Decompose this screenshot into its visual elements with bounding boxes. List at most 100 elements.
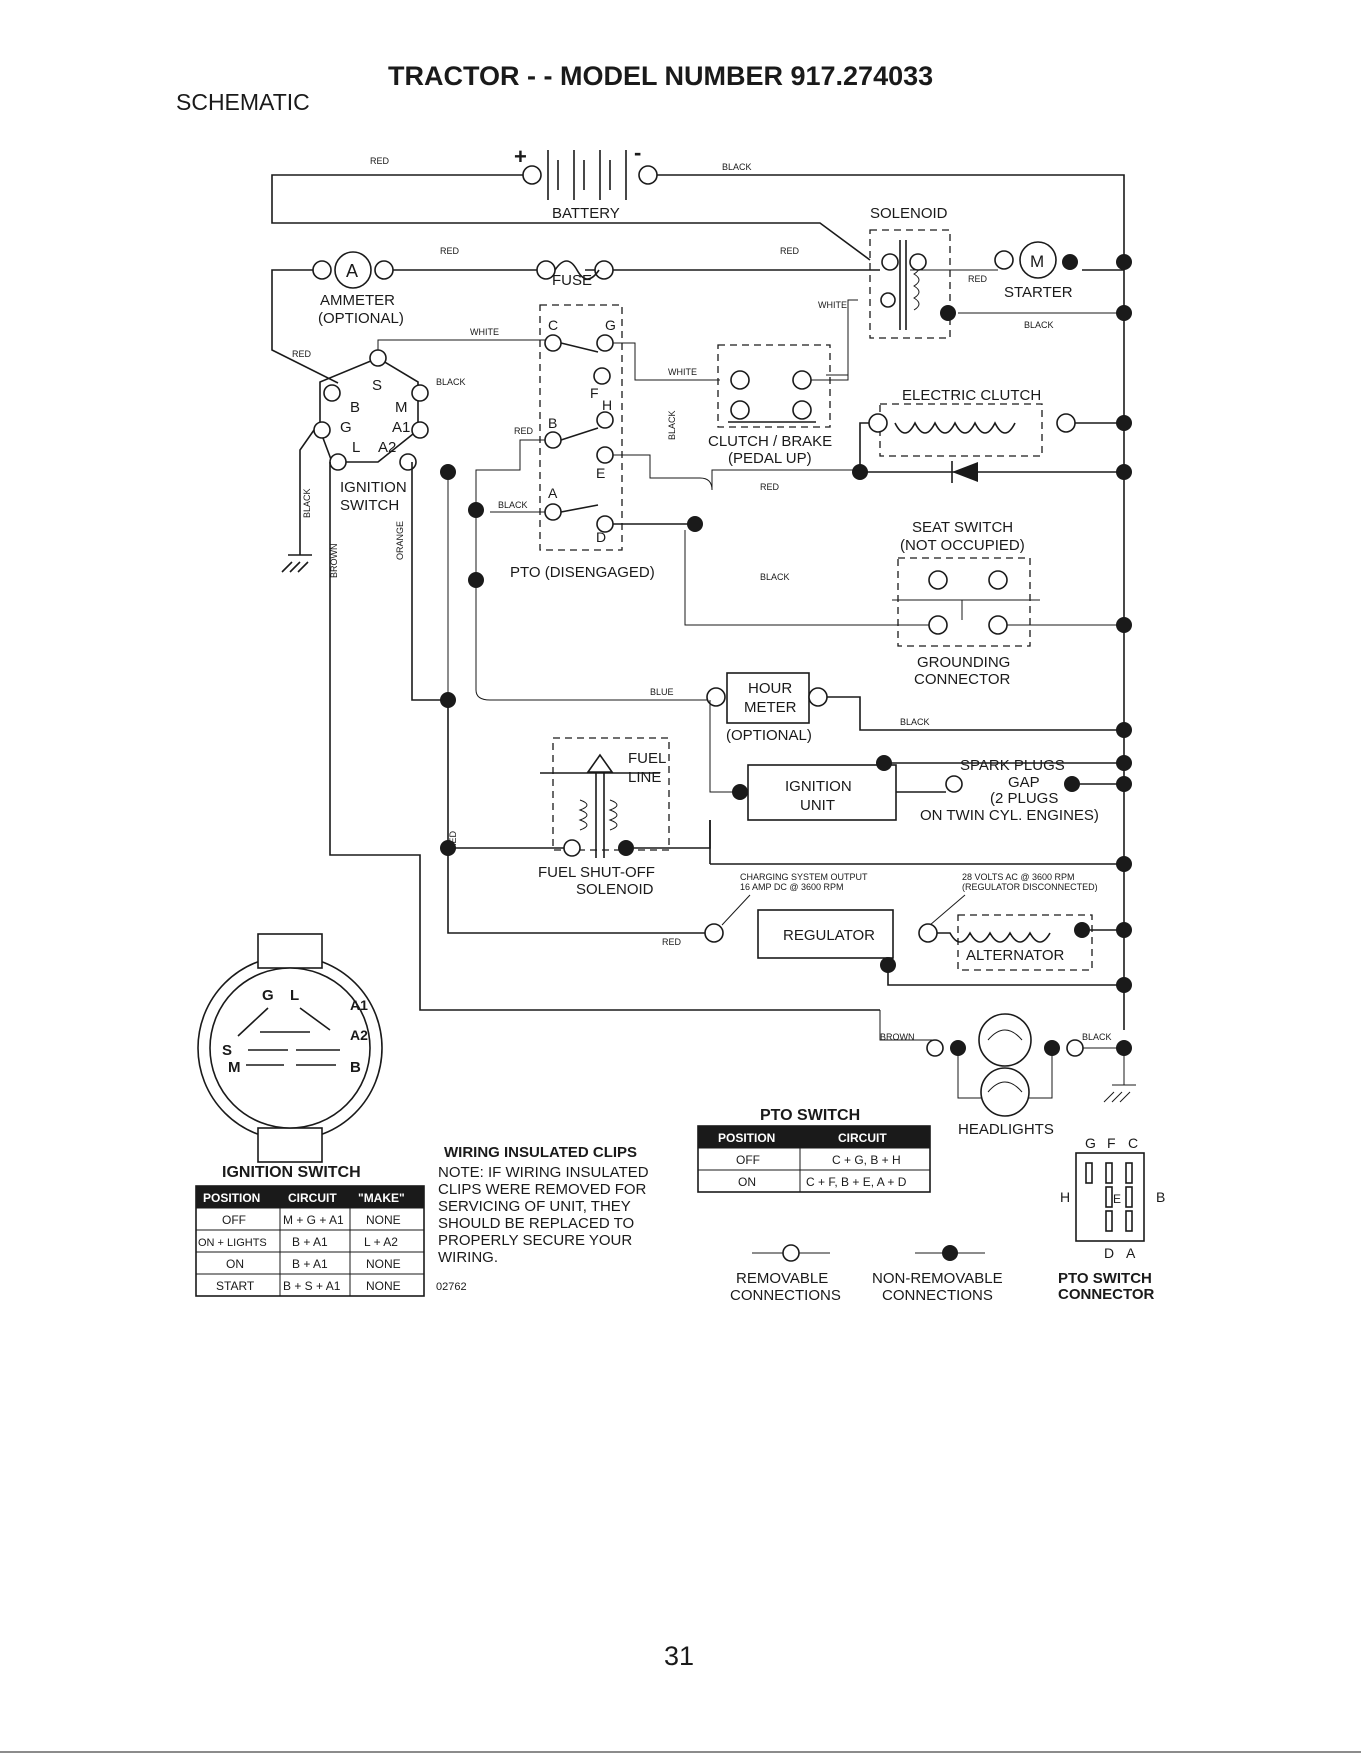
pto-table-cell: ON	[738, 1175, 756, 1189]
connector-pin-s: S	[222, 1042, 232, 1059]
pto-table-header-circuit: CIRCUIT	[838, 1131, 887, 1145]
connector-pin-m: M	[228, 1059, 241, 1076]
fuel-line-label: FUEL	[628, 750, 666, 767]
connector-pin-l: L	[290, 987, 299, 1004]
note-line: SERVICING OF UNIT, THEY	[438, 1198, 631, 1215]
wire-label-black: BLACK	[302, 488, 312, 518]
frame-wires	[271, 174, 1125, 1030]
gap-label: GAP	[1008, 774, 1040, 791]
ign-table-cell: START	[216, 1279, 255, 1293]
connector-pin-g: G	[262, 987, 274, 1004]
ign-terminal-l: L	[352, 439, 360, 456]
wire-label-black: BLACK	[498, 500, 528, 510]
wire-label-black: BLACK	[1024, 320, 1054, 330]
pto-terminal-h: H	[602, 397, 612, 413]
ign-terminal-g: G	[340, 419, 352, 436]
ammeter-optional-label: (OPTIONAL)	[318, 310, 404, 327]
hour-meter-note: (OPTIONAL)	[726, 727, 812, 744]
wire-label-brown: BROWN	[329, 544, 339, 579]
connector-pin-b: B	[350, 1059, 361, 1076]
fuel-line-label-2: LINE	[628, 769, 661, 786]
pto-terminal-g: G	[605, 317, 616, 333]
ign-table-cell: NONE	[366, 1213, 401, 1227]
regulator-alternator: CHARGING SYSTEM OUTPUT 16 AMP DC @ 3600 …	[447, 700, 1132, 993]
seat-switch-note: (NOT OCCUPIED)	[900, 537, 1025, 554]
plugs-note-2: ON TWIN CYL. ENGINES)	[920, 807, 1099, 824]
fuse: FUSE RED RED BLACK	[370, 156, 800, 289]
battery-minus-sign: -	[634, 140, 641, 165]
ammeter: A AMMETER (OPTIONAL) RED	[312, 246, 460, 327]
ignition-switch-label: IGNITION	[340, 479, 407, 496]
section-title: SCHEMATIC	[176, 89, 310, 115]
page-title: TRACTOR - - MODEL NUMBER 917.274033	[388, 61, 933, 91]
ignition-switch-table: IGNITION SWITCH POSITION CIRCUIT "MAKE" …	[195, 1164, 425, 1297]
ign-table-cell: ON	[226, 1257, 244, 1271]
wire-label-red: RED	[968, 274, 988, 284]
pto-connector-pin-a: A	[1126, 1245, 1136, 1261]
wire-label-red: RED	[440, 246, 460, 256]
headlight-bulb-icon	[980, 1067, 1030, 1117]
wire-label-red: RED	[448, 830, 458, 850]
fuse-label: FUSE	[552, 272, 592, 289]
grounding-label: GROUNDING	[917, 654, 1010, 671]
ign-table-cell: ON + LIGHTS	[198, 1237, 267, 1249]
wire-label-black: BLACK	[760, 572, 790, 582]
legend: REMOVABLE CONNECTIONS NON-REMOVABLE CONN…	[730, 1244, 1003, 1304]
connector-pin-a1: A1	[350, 997, 368, 1013]
non-removable-connection-icon	[942, 1245, 958, 1261]
hour-meter-label-2: METER	[744, 699, 797, 716]
starter: M STARTER RED WHITE BLACK	[818, 241, 1132, 330]
ign-table-cell: OFF	[222, 1213, 246, 1227]
wire-label-blue: BLUE	[650, 687, 674, 697]
solenoid-ground	[940, 305, 956, 321]
wire-label-black: BLACK	[436, 377, 466, 387]
seat-switch-label: SEAT SWITCH	[912, 519, 1013, 536]
charging-output-label: CHARGING SYSTEM OUTPUT	[740, 872, 868, 882]
battery-positive-terminal	[522, 165, 542, 185]
wire-label-white: WHITE	[668, 367, 697, 377]
fuel-shutoff-label-2: SOLENOID	[576, 881, 654, 898]
solenoid: SOLENOID	[869, 205, 956, 339]
removable-connection-icon	[782, 1244, 800, 1262]
ignition-switch-label-2: SWITCH	[340, 497, 399, 514]
wire-label-brown: BROWN	[880, 1032, 915, 1042]
ign-table-cell: B + A1	[292, 1235, 328, 1249]
wire-label-black: BLACK	[722, 162, 752, 172]
starter-label: STARTER	[1004, 284, 1073, 301]
wiring-note: WIRING INSULATED CLIPS NOTE: IF WIRING I…	[436, 1144, 649, 1293]
battery: + - BATTERY	[514, 140, 658, 222]
pto-terminal-e: E	[596, 465, 605, 481]
ammeter-label: AMMETER	[320, 292, 395, 309]
ignition-unit: IGNITION UNIT SPARK PLUGS GAP (2 PLUGS O…	[709, 700, 1132, 824]
pto-connector-pin-d: D	[1104, 1245, 1114, 1261]
battery-label: BATTERY	[552, 205, 620, 222]
ign-table-cell: NONE	[366, 1279, 401, 1293]
ign-table-header-circuit: CIRCUIT	[288, 1191, 337, 1205]
ign-table-cell: L + A2	[364, 1235, 398, 1249]
alternator-label: ALTERNATOR	[966, 947, 1065, 964]
spark-plugs-label: SPARK PLUGS	[960, 757, 1065, 774]
wire-label-red: RED	[514, 426, 534, 436]
pto-connector-pin-h: H	[1060, 1189, 1070, 1205]
volts-ac-label-2: (REGULATOR DISCONNECTED)	[962, 882, 1098, 892]
grounding-label-2: CONNECTOR	[914, 671, 1011, 688]
wire-label-red: RED	[780, 246, 800, 256]
ign-terminal-s: S	[372, 377, 382, 394]
ign-table-header-position: POSITION	[203, 1191, 260, 1205]
wire-label-red: RED	[662, 937, 682, 947]
wire-label-black: BLACK	[1082, 1032, 1112, 1042]
solenoid-label: SOLENOID	[870, 205, 948, 222]
pto-connector-pin-f: F	[1107, 1135, 1116, 1151]
ign-table-cell: NONE	[366, 1257, 401, 1271]
clutch-brake-note: (PEDAL UP)	[728, 450, 812, 467]
solenoid-terminal	[881, 253, 899, 271]
ign-terminal-a1: A1	[392, 419, 410, 436]
ignition-switch-connector: G L A1 S A2 M B	[197, 933, 383, 1163]
pto-table-cell: C + G, B + H	[832, 1153, 901, 1167]
pto-connector-pin-e: E	[1113, 1192, 1121, 1206]
note-line: WIRING.	[438, 1249, 498, 1266]
hour-meter: HOUR METER (OPTIONAL) BLUE BLACK	[440, 478, 1132, 744]
pto-switch-schematic: C G F H B E A D PTO (DISENGAGED) RED BLA…	[475, 304, 862, 582]
wire-label-black: BLACK	[667, 410, 677, 440]
